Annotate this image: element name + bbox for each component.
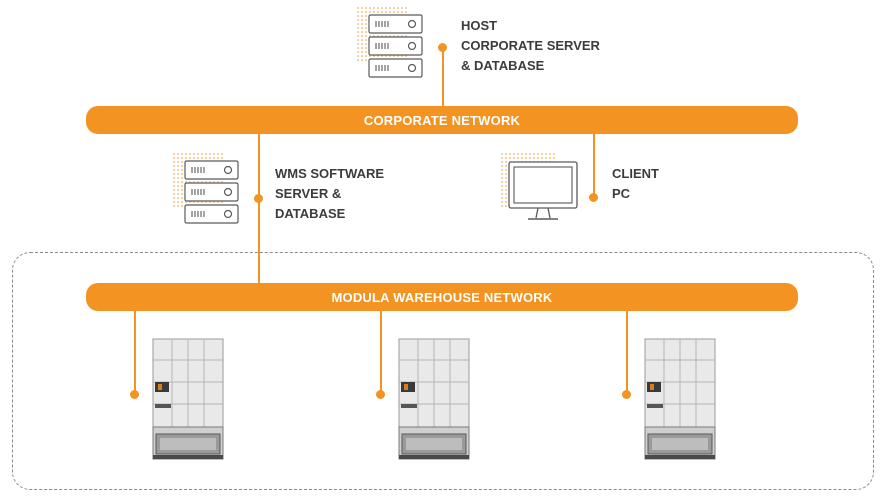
vertical-lift-module-icon	[644, 338, 716, 460]
client-connector-line	[593, 132, 595, 198]
client-label: CLIENT PC	[612, 164, 659, 204]
unit-3-connector-dot	[622, 390, 631, 399]
wms-label: WMS SOFTWARE SERVER & DATABASE	[275, 164, 384, 224]
wms-label-line-2: SERVER &	[275, 186, 342, 201]
warehouse-network-label: MODULA WAREHOUSE NETWORK	[331, 289, 553, 305]
host-label-line-2: CORPORATE SERVER	[461, 38, 600, 53]
corporate-network-label: CORPORATE NETWORK	[363, 112, 521, 128]
unit-1-connector-dot	[130, 390, 139, 399]
vertical-lift-module-icon	[398, 338, 470, 460]
client-label-line-2: PC	[612, 186, 631, 201]
host-label: HOST CORPORATE SERVER & DATABASE	[461, 16, 600, 76]
warehouse-zone-boundary	[12, 252, 874, 490]
wms-connector-dot	[254, 194, 263, 203]
vertical-lift-module-icon	[152, 338, 224, 460]
unit-2-connector-line	[380, 308, 382, 394]
server-rack-icon	[368, 14, 423, 78]
wms-connector-line	[258, 132, 260, 284]
unit-2-connector-dot	[376, 390, 385, 399]
monitor-icon	[508, 161, 578, 220]
unit-3-connector-line	[626, 308, 628, 394]
client-connector-dot	[589, 193, 598, 202]
corporate-network-bar: CORPORATE NETWORK	[86, 106, 798, 134]
host-label-line-1: HOST	[461, 18, 498, 33]
unit-1-connector-line	[134, 308, 136, 394]
client-label-line-1: CLIENT	[612, 166, 659, 181]
wms-label-line-3: DATABASE	[275, 206, 346, 221]
host-connector-line	[442, 47, 444, 107]
host-connector-dot	[438, 43, 447, 52]
warehouse-network-bar: MODULA WAREHOUSE NETWORK	[86, 283, 798, 311]
server-rack-icon	[184, 160, 239, 224]
host-label-line-3: & DATABASE	[461, 58, 545, 73]
wms-label-line-1: WMS SOFTWARE	[275, 166, 385, 181]
